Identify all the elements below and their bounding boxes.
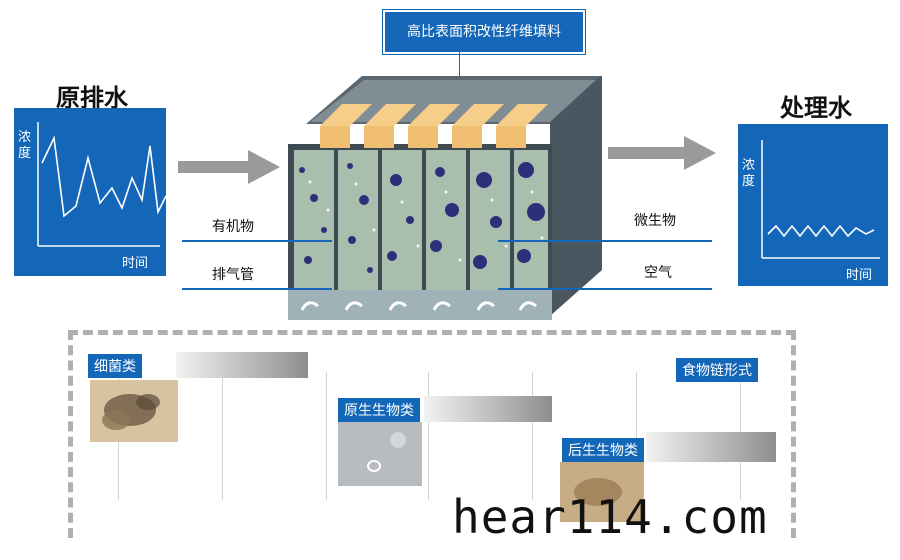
- protozoa-micrograph-svg: [367, 432, 406, 472]
- metazoa-micrograph-svg: [574, 478, 622, 506]
- fiber-media-blocks: [320, 104, 548, 148]
- bubbles: [308, 180, 544, 262]
- microbes-callout-line: [498, 240, 712, 242]
- raw-y-label: 浓度: [18, 130, 32, 161]
- protozoa-micrograph: [338, 422, 422, 486]
- flow-arrows: [300, 301, 537, 311]
- metazoa-tag: 后生生物类: [562, 438, 644, 462]
- bacteria-tag: 细菌类: [88, 354, 142, 378]
- grid-line: [428, 372, 429, 500]
- reactor-tank: [288, 76, 602, 320]
- air-callout-line: [498, 288, 712, 290]
- metazoa-micrograph: [560, 462, 644, 522]
- grid-line: [532, 372, 533, 500]
- metazoa-bar: [646, 432, 776, 462]
- watermark-text: hear114.com: [452, 490, 768, 544]
- grid-line: [326, 372, 327, 500]
- food-chain-panel: [68, 330, 796, 538]
- compartments: [294, 150, 548, 290]
- air-label: 空气: [644, 265, 672, 281]
- exhaust-pipe-label: 排气管: [212, 267, 254, 283]
- treated-water-title: 处理水: [780, 94, 852, 122]
- protozoa-tag: 原生生物类: [338, 398, 420, 422]
- raw-water-chart: 浓度 时间: [14, 108, 167, 276]
- particles: [299, 162, 545, 273]
- organic-callout-line: [182, 240, 332, 242]
- raw-x-label: 时间: [122, 256, 149, 271]
- food-chain-label: 食物链形式: [676, 358, 758, 382]
- raw-water-title: 原排水: [56, 84, 128, 112]
- treated-x-label: 时间: [846, 268, 873, 283]
- microbes-label: 微生物: [634, 213, 676, 229]
- raw-concentration-line: [41, 135, 167, 218]
- inflow-arrow-icon: [178, 150, 280, 184]
- grid-line: [636, 372, 637, 500]
- treated-water-chart: 浓度 时间: [738, 124, 888, 286]
- exhaust-callout-line: [182, 288, 332, 290]
- grid-line: [222, 372, 223, 500]
- treated-concentration-line: [767, 224, 875, 238]
- top-label-text: 高比表面积改性纤维填料: [407, 24, 561, 40]
- bacteria-micrograph: [90, 380, 178, 442]
- protozoa-bar: [424, 396, 552, 422]
- top-label-box: 高比表面积改性纤维填料: [383, 10, 585, 54]
- bacteria-micrograph-svg: [102, 394, 160, 430]
- outflow-arrow-icon: [608, 136, 716, 170]
- bacteria-bar: [176, 352, 308, 378]
- raw-water-chart-svg: [37, 122, 167, 247]
- treated-y-label: 浓度: [742, 158, 756, 189]
- organic-label: 有机物: [212, 219, 254, 235]
- treated-water-chart-svg: [761, 140, 880, 259]
